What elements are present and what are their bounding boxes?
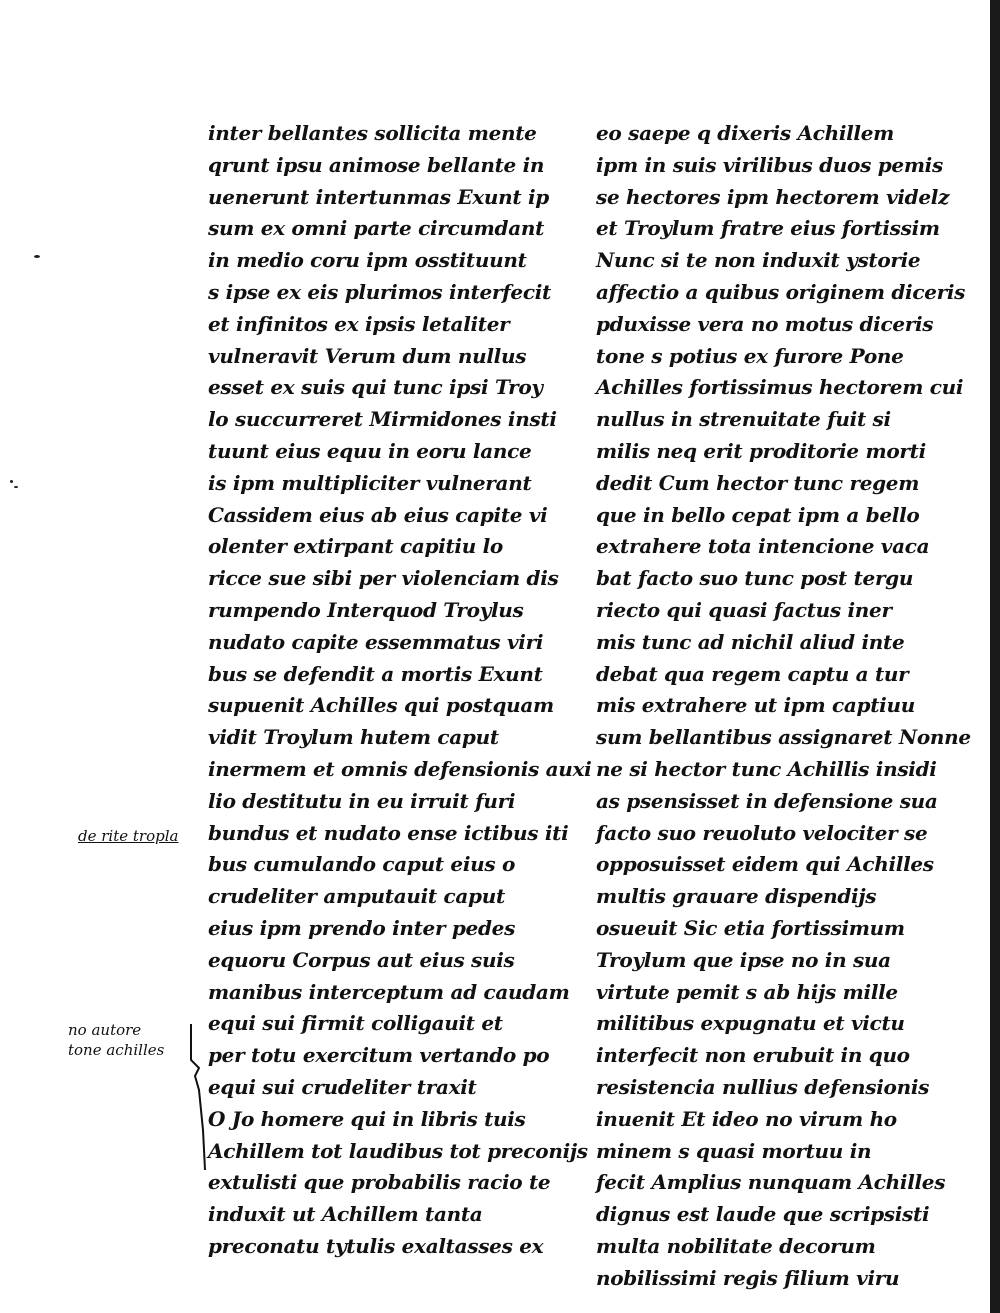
manuscript-line: rumpendo Interquod Troylus (208, 597, 524, 622)
manuscript-line: qrunt ipsu animose bellante in (208, 152, 545, 177)
manuscript-line: et Troylum fratre eius fortissim (596, 216, 940, 241)
manuscript-line: nudato capite essemmatus viri (208, 629, 544, 654)
manuscript-line: bat facto suo tunc post tergu (596, 566, 914, 591)
manuscript-line: s ipse ex eis plurimos interfecit (208, 279, 551, 304)
manuscript-line: ne si hector tunc Achillis insidi (596, 756, 937, 781)
manuscript-line: minem s quasi mortuu in (596, 1138, 872, 1163)
manuscript-line: resistencia nullius defensionis (596, 1074, 930, 1099)
manuscript-line: bus se defendit a mortis Exunt (208, 661, 543, 686)
manuscript-line: supuenit Achilles qui postquam (208, 693, 554, 718)
manuscript-line: equoru Corpus aut eius suis (208, 947, 515, 972)
manuscript-line: uenerunt intertunmas Exunt ip (208, 184, 549, 209)
manuscript-line: Troylum que ipse no in sua (596, 947, 891, 972)
manuscript-line: inuenit Et ideo no virum ho (596, 1106, 897, 1131)
manuscript-line: lio destitutu in eu irruit furi (208, 788, 516, 813)
manuscript-line: extulisti que probabilis racio te (208, 1170, 551, 1195)
manuscript-line: Nunc si te non induxit ystorie (596, 248, 921, 273)
manuscript-line: Cassidem eius ab eius capite vi (208, 502, 548, 527)
manuscript-line: equi sui crudeliter traxit (208, 1074, 477, 1099)
manuscript-line: per totu exercitum vertando po (208, 1043, 550, 1068)
manuscript-line: bundus et nudato ense ictibus iti (208, 820, 569, 845)
manuscript-line: interfecit non erubuit in quo (596, 1043, 910, 1068)
manuscript-line: se hectores ipm hectorem videlz (596, 184, 950, 209)
manuscript-line: facto suo reuoluto velociter se (596, 820, 928, 845)
ink-speck (34, 255, 40, 258)
manuscript-line: olenter extirpant capitiu lo (208, 534, 503, 559)
page-edge-shadow (990, 0, 1000, 1313)
manuscript-line: induxit ut Achillem tanta (208, 1202, 483, 1227)
manuscript-line: virtute pemit s ab hijs mille (596, 979, 898, 1004)
manuscript-line: equi sui firmit colligauit et (208, 1011, 503, 1036)
margin-note-lower: no autore tone achilles (68, 1020, 164, 1060)
manuscript-line: mis tunc ad nichil aliud inte (596, 629, 905, 654)
manuscript-line: sum ex omni parte circumdant (208, 216, 545, 241)
manuscript-line: crudeliter amputauit caput (208, 884, 505, 909)
manuscript-line: riecto qui quasi factus iner (596, 597, 892, 622)
manuscript-line: esset ex suis qui tunc ipsi Troy (208, 375, 543, 400)
manuscript-line: sum bellantibus assignaret Nonne (596, 725, 971, 750)
manuscript-line: inermem et omnis defensionis auxi (208, 756, 592, 781)
right-text-column: eo saepe q dixeris Achillem ipm in suis v… (596, 118, 971, 1294)
margin-note-lower-line: tone achilles (68, 1041, 165, 1059)
manuscript-line: dignus est laude que scripsisti (596, 1202, 930, 1227)
manuscript-line: opposuisset eidem qui Achilles (596, 852, 934, 877)
manuscript-line: milis neq erit proditorie morti (596, 438, 926, 463)
ink-speck (14, 486, 18, 488)
manuscript-line: mis extrahere ut ipm captiuu (596, 693, 915, 718)
manuscript-line: affectio a quibus originem diceris (596, 279, 966, 304)
manuscript-line: vulneravit Verum dum nullus (208, 343, 527, 368)
manuscript-line: que in bello cepat ipm a bello (596, 502, 920, 527)
manuscript-line: as psensisset in defensione sua (596, 788, 938, 813)
manuscript-line: ricce sue sibi per violenciam dis (208, 566, 559, 591)
ink-speck (10, 480, 13, 483)
manuscript-line: O Jo homere qui in libris tuis (208, 1106, 526, 1131)
manuscript-line: nobilissimi regis filium viru (596, 1265, 900, 1290)
left-text-column: inter bellantes sollicita mente qrunt ips… (208, 118, 592, 1263)
margin-note-upper: de rite tropla (78, 827, 179, 845)
manuscript-line: fecit Amplius nunquam Achilles (596, 1170, 946, 1195)
manuscript-line: multa nobilitate decorum (596, 1233, 876, 1258)
manuscript-line: Achillem tot laudibus tot preconijs (208, 1138, 588, 1163)
manuscript-line: preconatu tytulis exaltasses ex (208, 1233, 544, 1258)
manuscript-line: osueuit Sic etia fortissimum (596, 915, 905, 940)
manuscript-line: ipm in suis virilibus duos pemis (596, 152, 943, 177)
manuscript-line: eius ipm prendo inter pedes (208, 915, 516, 940)
manuscript-line: vidit Troylum hutem caput (208, 725, 499, 750)
manuscript-line: extrahere tota intencione vaca (596, 534, 930, 559)
margin-bracket-mark (190, 1024, 206, 1171)
manuscript-line: inter bellantes sollicita mente (208, 121, 537, 145)
manuscript-line: is ipm multipliciter vulnerant (208, 470, 532, 495)
manuscript-line: nullus in strenuitate fuit si (596, 407, 891, 432)
manuscript-line: Achilles fortissimus hectorem cui (596, 375, 964, 400)
manuscript-line: manibus interceptum ad caudam (208, 979, 570, 1004)
manuscript-line: eo saepe q dixeris Achillem (596, 121, 894, 145)
manuscript-line: tone s potius ex furore Pone (596, 343, 904, 368)
manuscript-line: militibus expugnatu et victu (596, 1011, 905, 1036)
margin-note-lower-line: no autore (68, 1021, 142, 1039)
manuscript-line: dedit Cum hector tunc regem (596, 470, 920, 495)
manuscript-line: et infinitos ex ipsis letaliter (208, 311, 510, 336)
manuscript-line: lo succurreret Mirmidones insti (208, 407, 557, 432)
manuscript-line: pduxisse vera no motus diceris (596, 311, 934, 336)
manuscript-line: multis grauare dispendijs (596, 884, 877, 909)
manuscript-line: tuunt eius equu in eoru lance (208, 438, 532, 463)
manuscript-line: bus cumulando caput eius o (208, 852, 516, 877)
manuscript-line: debat qua regem captu a tur (596, 661, 909, 686)
manuscript-line: in medio coru ipm osstituunt (208, 248, 527, 273)
